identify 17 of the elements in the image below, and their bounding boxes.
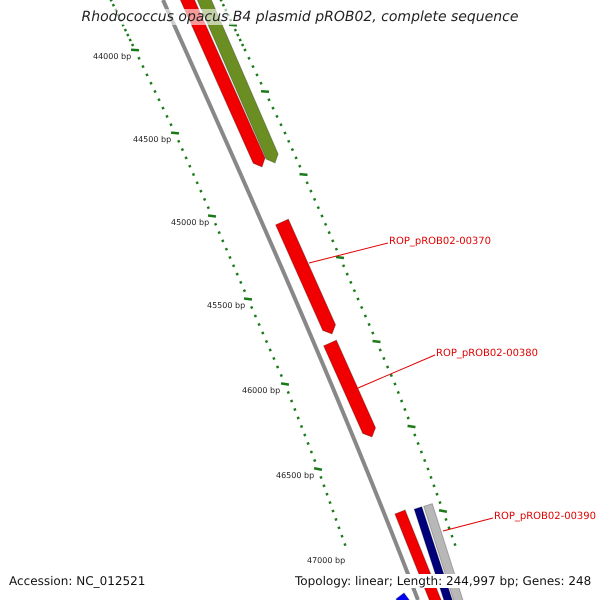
leader-line <box>358 354 436 388</box>
tick-label: 46000 bp <box>242 386 280 395</box>
gene-label: ROP_pROB02-00370 <box>389 236 492 247</box>
gene-arrow <box>322 339 376 438</box>
tick-label: 44500 bp <box>133 135 172 144</box>
tick-label: 45000 bp <box>171 218 210 227</box>
accession-text: Accession: NC_012521 <box>9 574 146 588</box>
tick-label: 46500 bp <box>276 471 314 480</box>
tick-label: 44000 bp <box>93 52 132 61</box>
tick-label: 47000 bp <box>307 556 346 565</box>
leader-line <box>308 242 388 264</box>
gene-label: ROP_pROB02-00390 <box>494 511 596 522</box>
leader-line <box>442 518 494 532</box>
gene-label: ROP_pROB02-00380 <box>436 348 538 359</box>
gene-arrow <box>274 218 336 335</box>
tick-label: 45500 bp <box>207 301 246 310</box>
summary-text: Topology: linear; Length: 244,997 bp; Genes: 248 <box>295 574 592 588</box>
